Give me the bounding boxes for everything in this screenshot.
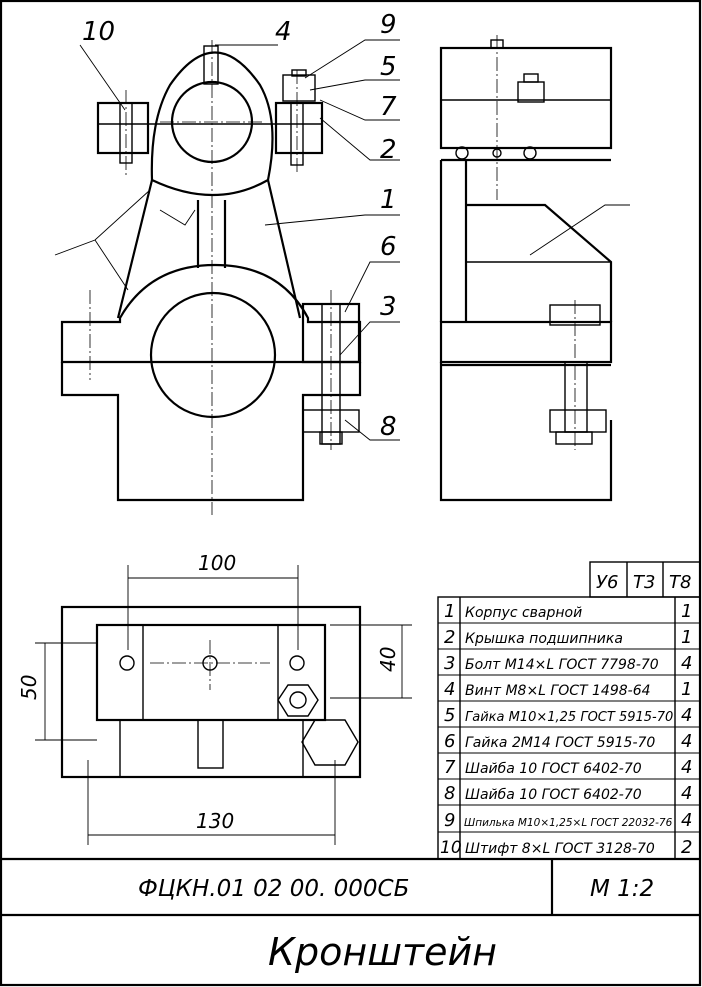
row-6-name: Гайка 2М14 ГОСТ 5915-70 — [465, 735, 655, 751]
balloon-2: 2 — [380, 135, 397, 165]
balloon-7: 7 — [380, 92, 397, 122]
balloon-8: 8 — [380, 412, 397, 442]
row-9-name: Шпилька М10×1,25×L ГОСТ 22032-76 — [464, 817, 673, 829]
row-8-name: Шайба 10 ГОСТ 6402-70 — [465, 787, 642, 803]
balloon-5: 5 — [380, 52, 397, 82]
row-7-num: 7 — [444, 757, 456, 778]
row-1-name: Корпус сварной — [465, 605, 582, 621]
spec-table — [437, 561, 701, 860]
row-9-qty: 4 — [681, 810, 692, 831]
balloon-3: 3 — [380, 292, 397, 322]
row-2-qty: 1 — [681, 627, 692, 648]
drawing-designation: ФЦКН.01 02 00. 000СБ — [138, 876, 409, 902]
row-3-qty: 4 — [681, 653, 692, 674]
title-block — [1, 857, 700, 917]
row-4-name: Винт М8×L ГОСТ 1498-64 — [465, 683, 651, 699]
dim-height-right: 40 — [376, 647, 400, 672]
dim-width-bottom: 130 — [196, 809, 234, 833]
row-7-name: Шайба 10 ГОСТ 6402-70 — [465, 761, 642, 777]
title-block-text: ФЦКН.01 02 00. 000СБ М 1:2 Кронштейн — [138, 876, 654, 974]
dim-width-top: 100 — [198, 551, 236, 575]
dimension-labels: 100 50 40 130 — [17, 551, 400, 833]
leader-lines — [54, 39, 400, 441]
front-view — [60, 40, 362, 515]
row-1-qty: 1 — [681, 601, 692, 622]
row-1-num: 1 — [444, 601, 455, 622]
drawing-title: Кронштейн — [268, 930, 497, 974]
balloon-10: 10 — [82, 17, 115, 47]
row-2-num: 2 — [444, 627, 455, 648]
table-header-2: Т8 — [669, 572, 691, 593]
balloon-1: 1 — [380, 185, 397, 215]
balloon-4: 4 — [275, 17, 292, 47]
row-3-num: 3 — [444, 653, 455, 674]
row-5-name: Гайка М10×1,25 ГОСТ 5915-70 — [465, 710, 673, 725]
row-10-num: 10 — [440, 838, 462, 858]
row-3-name: Болт М14×L ГОСТ 7798-70 — [465, 657, 659, 673]
drawing-scale: М 1:2 — [590, 876, 654, 902]
row-8-num: 8 — [444, 783, 455, 804]
row-5-num: 5 — [444, 705, 455, 726]
row-10-name: Штифт 8×L ГОСТ 3128-70 — [465, 841, 655, 857]
row-8-qty: 4 — [681, 783, 692, 804]
row-9-num: 9 — [444, 810, 455, 831]
balloon-labels: 10 4 9 5 7 2 1 6 3 8 — [82, 10, 397, 442]
top-view — [35, 565, 412, 845]
dim-height-left: 50 — [17, 675, 41, 700]
row-4-qty: 1 — [681, 679, 692, 700]
table-header-0: У6 — [596, 572, 618, 593]
table-text: У6 Т3 Т8 1 Корпус сварной 1 2 Крышка под… — [440, 572, 692, 858]
side-view — [439, 35, 630, 502]
balloon-9: 9 — [380, 10, 397, 40]
row-2-name: Крышка подшипника — [465, 631, 623, 647]
table-header-1: Т3 — [633, 572, 655, 593]
row-6-qty: 4 — [681, 731, 692, 752]
balloon-6: 6 — [380, 232, 397, 262]
row-10-qty: 2 — [681, 837, 692, 858]
row-4-num: 4 — [444, 679, 455, 700]
row-6-num: 6 — [444, 731, 455, 752]
row-5-qty: 4 — [681, 705, 692, 726]
row-7-qty: 4 — [681, 757, 692, 778]
